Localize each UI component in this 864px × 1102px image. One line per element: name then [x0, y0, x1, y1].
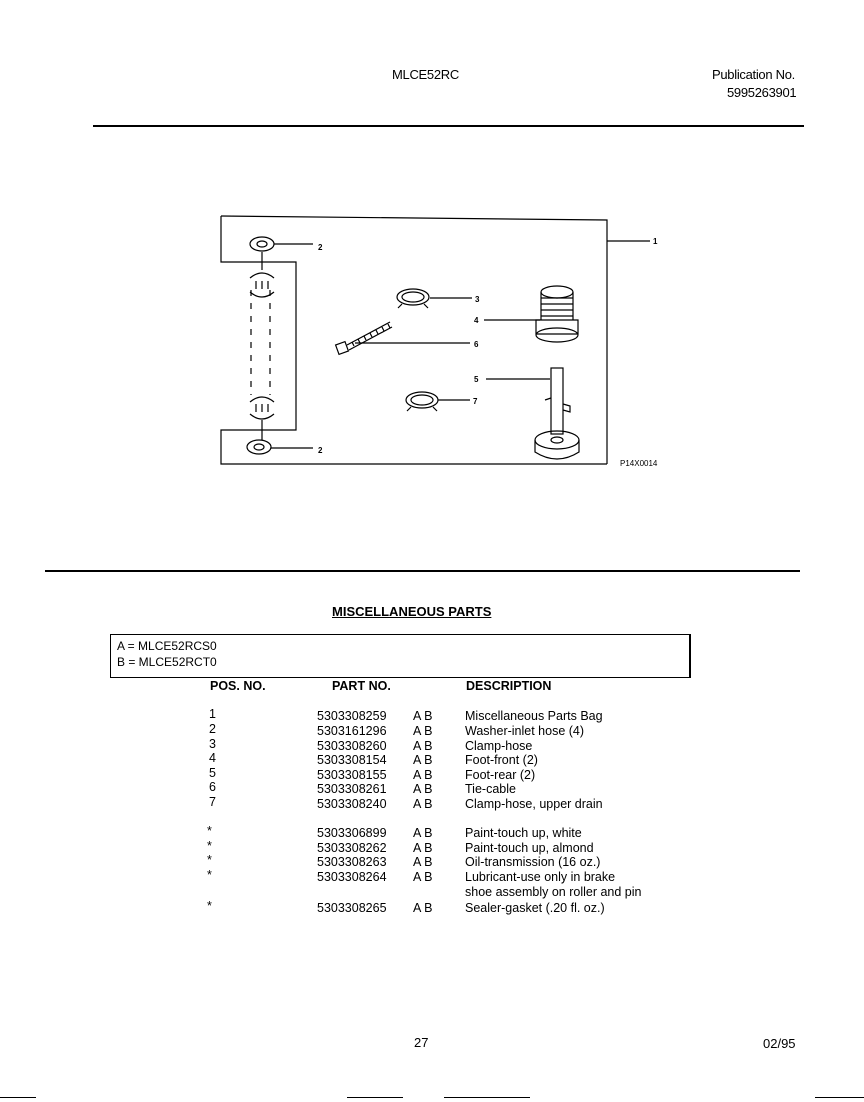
row-part: 5303308155: [317, 768, 387, 782]
row-models: A B: [413, 709, 433, 723]
row-pos: 3: [209, 737, 216, 751]
row-part: 5303308259: [317, 709, 387, 723]
row-pos: *: [207, 824, 212, 838]
callout-2-bottom: 2: [318, 446, 323, 455]
foot-rear-5: [534, 367, 580, 460]
row-part: 5303308260: [317, 739, 387, 753]
row-pos: *: [207, 899, 212, 913]
row-part: 5303308154: [317, 753, 387, 767]
callout-1: 1: [653, 237, 658, 246]
row-part: 5303306899: [317, 826, 387, 840]
row-part: 5303308263: [317, 855, 387, 869]
tie-cable-6: [334, 321, 393, 356]
row-pos: 6: [209, 780, 216, 794]
row-part: 5303308240: [317, 797, 387, 811]
model-number: MLCE52RC: [392, 67, 459, 82]
callout-5: 5: [474, 375, 479, 384]
callout-6: 6: [474, 340, 479, 349]
callout-2-top: 2: [318, 243, 323, 252]
publication-label: Publication No.: [712, 67, 795, 82]
row-part: 5303161296: [317, 724, 387, 738]
footer-rule-right: [815, 1097, 864, 1098]
row-pos: 4: [209, 751, 216, 765]
row-models: A B: [413, 782, 433, 796]
page-number: 27: [414, 1035, 429, 1050]
parts-diagram: 1 2 2 3 4 5 6 7 P14X0014: [220, 215, 658, 468]
row-desc: Lubricant-use only in brake: [465, 870, 616, 884]
header-part: PART NO.: [332, 679, 391, 693]
callout-3: 3: [475, 295, 480, 304]
footer-rule-mid-1: [347, 1097, 403, 1098]
section-title: MISCELLANEOUS PARTS: [332, 604, 492, 619]
row-desc: Sealer-gasket (.20 fl. oz.): [465, 901, 605, 915]
foot-front-4: [535, 285, 579, 343]
publication-number: 5995263901: [727, 85, 797, 100]
row-desc: Foot-rear (2): [465, 768, 536, 782]
row-desc: Oil-transmission (16 oz.): [465, 855, 601, 869]
section-rule: [45, 570, 800, 572]
row-models: A B: [413, 870, 433, 884]
row-pos: 7: [209, 795, 216, 809]
row-desc: Miscellaneous Parts Bag: [465, 709, 603, 723]
model-b: B = MLCE52RCT0: [117, 655, 217, 669]
row-pos: *: [207, 839, 212, 853]
row-models: A B: [413, 724, 433, 738]
row-pos: *: [207, 853, 212, 867]
row-desc: Clamp-hose: [465, 739, 533, 753]
row-models: A B: [413, 855, 433, 869]
row-desc: Paint-touch up, white: [465, 826, 582, 840]
callout-7: 7: [473, 397, 478, 406]
row-models: A B: [413, 797, 433, 811]
row-pos: *: [207, 868, 212, 882]
row-part: 5303308265: [317, 901, 387, 915]
row-part: 5303308264: [317, 870, 387, 884]
row-models: A B: [413, 826, 433, 840]
row-models: A B: [413, 753, 433, 767]
row-pos: 2: [209, 722, 216, 736]
washer-bottom: [246, 439, 272, 455]
row-pos: 1: [209, 707, 216, 721]
callout-4: 4: [474, 316, 479, 325]
diagram-code: P14X0014: [620, 459, 658, 468]
washer-top: [249, 236, 275, 252]
row-models: A B: [413, 739, 433, 753]
model-legend: A = MLCE52RCS0 B = MLCE52RCT0: [110, 634, 691, 678]
row-desc: Tie-cable: [465, 782, 516, 796]
revision-date: 02/95: [763, 1036, 796, 1051]
row-models: A B: [413, 841, 433, 855]
footer-rule-mid-2: [444, 1097, 530, 1098]
row-desc: Clamp-hose, upper drain: [465, 797, 603, 811]
row-models: A B: [413, 768, 433, 782]
row-pos: 5: [209, 766, 216, 780]
row-models: A B: [413, 901, 433, 915]
model-a: A = MLCE52RCS0: [117, 639, 217, 653]
row-desc: Paint-touch up, almond: [465, 841, 594, 855]
row-desc: Foot-front (2): [465, 753, 538, 767]
header-desc: DESCRIPTION: [466, 679, 552, 693]
header-pos: POS. NO.: [210, 679, 266, 693]
row-desc: Washer-inlet hose (4): [465, 724, 585, 738]
footer-rule-left: [0, 1097, 36, 1098]
row-part: 5303308261: [317, 782, 387, 796]
clamp-3: [396, 288, 430, 306]
row-desc-continued: shoe assembly on roller and pin: [465, 885, 642, 899]
row-part: 5303308262: [317, 841, 387, 855]
callout-1-bracket: [220, 215, 608, 464]
header-rule: [93, 125, 804, 127]
